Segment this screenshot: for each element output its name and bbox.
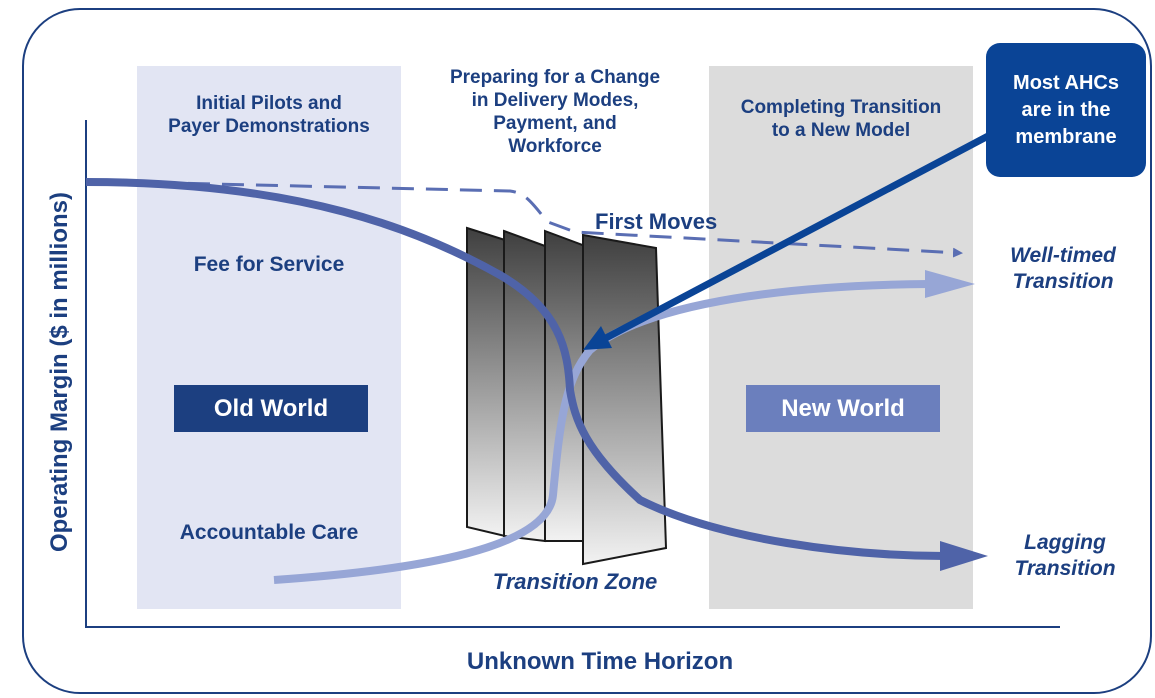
header-left-line-2: Payer Demonstrations bbox=[168, 116, 370, 137]
well-timed-line-1: Well-timed bbox=[1010, 244, 1116, 267]
header-initial-pilots: Initial Pilots and Payer Demonstrations bbox=[137, 92, 401, 138]
lagging-arrowhead bbox=[940, 541, 988, 571]
membrane-callout: Most AHCs are in the membrane bbox=[986, 43, 1146, 177]
x-axis-label: Unknown Time Horizon bbox=[466, 648, 734, 675]
header-right-line-1: Completing Transition bbox=[740, 97, 942, 118]
header-right-line-2: to a New Model bbox=[771, 120, 911, 141]
first-moves-dashed-line bbox=[85, 179, 963, 258]
callout-arrowhead bbox=[583, 326, 612, 350]
new-world-box: New World bbox=[746, 385, 940, 432]
membrane-panel-4 bbox=[582, 233, 668, 566]
callout-arrow-line bbox=[600, 131, 992, 344]
lagging-line-1: Lagging bbox=[1024, 531, 1106, 554]
callout-line-2: are in the bbox=[1021, 98, 1111, 121]
fee-for-service-label: Fee for Service bbox=[193, 253, 345, 276]
well-timed-transition-label: Well-timed Transition bbox=[978, 243, 1148, 295]
lagging-transition-label: Lagging Transition bbox=[985, 530, 1145, 582]
header-middle-line-2: in Delivery Modes, bbox=[471, 90, 639, 111]
header-middle-line-4: Workforce bbox=[508, 136, 602, 157]
callout-line-1: Most AHCs bbox=[1013, 71, 1119, 94]
header-preparing: Preparing for a Change in Delivery Modes… bbox=[405, 66, 705, 158]
transition-zone-label: Transition Zone bbox=[492, 569, 658, 594]
header-middle-line-3: Payment, and bbox=[493, 113, 617, 134]
header-middle-line-1: Preparing for a Change bbox=[449, 67, 661, 88]
callout-line-3: membrane bbox=[1015, 125, 1117, 148]
accountable-care-label: Accountable Care bbox=[179, 521, 359, 544]
header-left-line-1: Initial Pilots and bbox=[196, 93, 342, 114]
diagram-frame bbox=[22, 8, 1152, 694]
well-timed-line-2: Transition bbox=[1012, 270, 1114, 293]
well-timed-arrowhead bbox=[925, 270, 975, 298]
old-world-band bbox=[137, 66, 401, 609]
new-world-band bbox=[709, 66, 973, 609]
old-world-box: Old World bbox=[174, 385, 368, 432]
y-axis-label: Operating Margin ($ in millions) bbox=[46, 191, 73, 553]
well-timed-transition-curve bbox=[273, 280, 931, 584]
first-moves-label: First Moves bbox=[595, 209, 718, 234]
lagging-line-2: Transition bbox=[1014, 557, 1116, 580]
lagging-transition-curve bbox=[85, 178, 946, 560]
header-completing: Completing Transition to a New Model bbox=[709, 96, 973, 142]
